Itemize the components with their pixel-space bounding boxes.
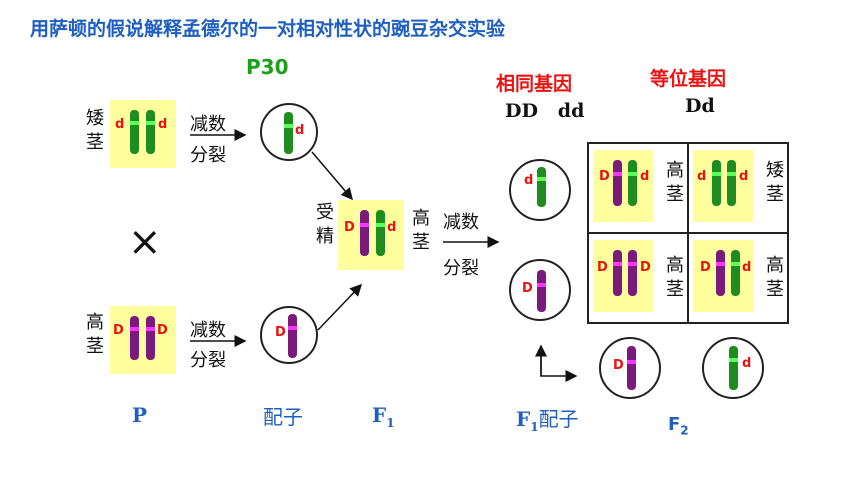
parent-gamete-D-circle (260, 306, 318, 364)
chromosome-f2-gamete-D (627, 346, 636, 390)
label-f2-sub: 2 (680, 423, 689, 438)
allele-f1-right: d (387, 220, 396, 235)
tall-parent-box (110, 306, 176, 374)
allele-f2-gamete-d: d (742, 356, 751, 371)
alleles-example: Dd (685, 95, 715, 117)
f2-cell-2-box (693, 150, 753, 222)
allele-f2-gamete-D: D (613, 358, 624, 373)
f2-cell-3-trait: 高茎 (663, 255, 684, 303)
label-p: P (132, 403, 148, 427)
cross-symbol: × (128, 219, 162, 265)
chromosome-dwarf-right (146, 110, 155, 154)
page-reference: P30 (246, 55, 289, 79)
meiosis-label-f1-1: 减数 (443, 212, 479, 233)
f1-trait-label: 高茎 (409, 208, 430, 256)
chromosome-dwarf-left (130, 110, 139, 154)
meiosis-label-bottom-1: 减数 (190, 320, 226, 341)
chromosome-f1-gamete-d (537, 167, 546, 207)
dwarf-parent-box (110, 100, 176, 168)
meiosis-label-top-2: 分裂 (190, 145, 226, 166)
fertilization-arrow-top (311, 151, 353, 201)
alleles-heading: 等位基因 (650, 68, 727, 90)
f2-cell-1-box (593, 150, 653, 222)
f2-cell-1-trait: 高茎 (663, 160, 684, 208)
f2-cell-3-box (593, 240, 653, 312)
diagram-title: 用萨顿的假说解释孟德尔的一对相对性状的豌豆杂交实验 (30, 18, 506, 40)
f2-gamete-d-circle (702, 337, 764, 399)
f1-gamete-d-circle (509, 159, 571, 221)
f1-gamete-D-circle (509, 259, 571, 321)
allele-dwarf-right: d (158, 117, 167, 132)
allele-gamete-D: D (275, 325, 286, 340)
fertilization-arrow-bottom (317, 283, 363, 331)
label-f2: F2 (668, 414, 689, 438)
gamete-axis-arrows (540, 346, 578, 382)
f2-cell-1-chromosomes (613, 160, 637, 206)
chromosome-f1-right (376, 210, 385, 256)
label-f1-letter: F (372, 403, 387, 427)
label-f1-gametes-text: 配子 (538, 407, 579, 431)
meiosis-label-top-1: 减数 (190, 114, 226, 135)
allele-f1-gamete-D: D (522, 281, 533, 296)
chromosome-f1-gamete-D (537, 270, 546, 312)
label-f1-sub: 1 (386, 416, 395, 430)
f2-cell-2-chromosomes (712, 160, 736, 206)
meiosis-label-bottom-2: 分裂 (190, 350, 226, 371)
f2-cell-3-chromosomes (613, 250, 637, 296)
chromosome-tall-left (130, 316, 139, 360)
f2-cell-2-allele-right: d (739, 169, 748, 184)
label-f1: F1 (372, 403, 395, 430)
meiosis-label-f1-2: 分裂 (443, 258, 479, 279)
allele-tall-right: D (157, 323, 168, 338)
tall-parent-label: 高茎 (83, 312, 104, 360)
allele-tall-left: D (113, 323, 124, 338)
allele-f1-gamete-d: d (524, 173, 533, 188)
chromosome-f2-gamete-d (729, 346, 738, 390)
chromosome-gamete-D (288, 314, 297, 358)
fertilization-label: 受精 (313, 202, 334, 250)
f2-cell-3-allele-right: D (640, 260, 651, 275)
f2-gamete-D-circle (599, 337, 661, 399)
parent-gamete-d-circle (260, 103, 318, 161)
f2-cell-4-chromosomes (716, 250, 740, 296)
chromosome-f1-left (360, 210, 369, 256)
chromosome-gamete-d (284, 112, 293, 154)
label-f1-gametes-letter: F (516, 407, 531, 431)
label-f1-gametes-sub: 1 (530, 420, 539, 434)
f2-cell-4-allele-left: D (700, 260, 711, 275)
allele-f1-left: D (344, 220, 355, 235)
same-genes-heading: 相同基因 (496, 73, 573, 95)
f2-cell-2-trait: 矮茎 (763, 160, 784, 208)
f2-cell-1-allele-right: d (640, 169, 649, 184)
f2-cell-3-allele-left: D (597, 260, 608, 275)
dwarf-parent-label: 矮茎 (83, 108, 104, 156)
f2-cell-4-allele-right: d (742, 260, 751, 275)
allele-gamete-d: d (295, 123, 304, 138)
label-gametes: 配子 (263, 405, 303, 429)
label-f1-gametes: F1配子 (516, 403, 579, 434)
same-genes-examples: DD dd (505, 100, 585, 122)
f2-cell-2-allele-left: d (697, 169, 706, 184)
allele-dwarf-left: d (115, 117, 124, 132)
f2-cell-1-allele-left: D (599, 169, 610, 184)
f1-box (338, 200, 404, 270)
f2-cell-4-trait: 高茎 (763, 255, 784, 303)
chromosome-tall-right (146, 316, 155, 360)
label-f2-letter: F (668, 414, 681, 435)
